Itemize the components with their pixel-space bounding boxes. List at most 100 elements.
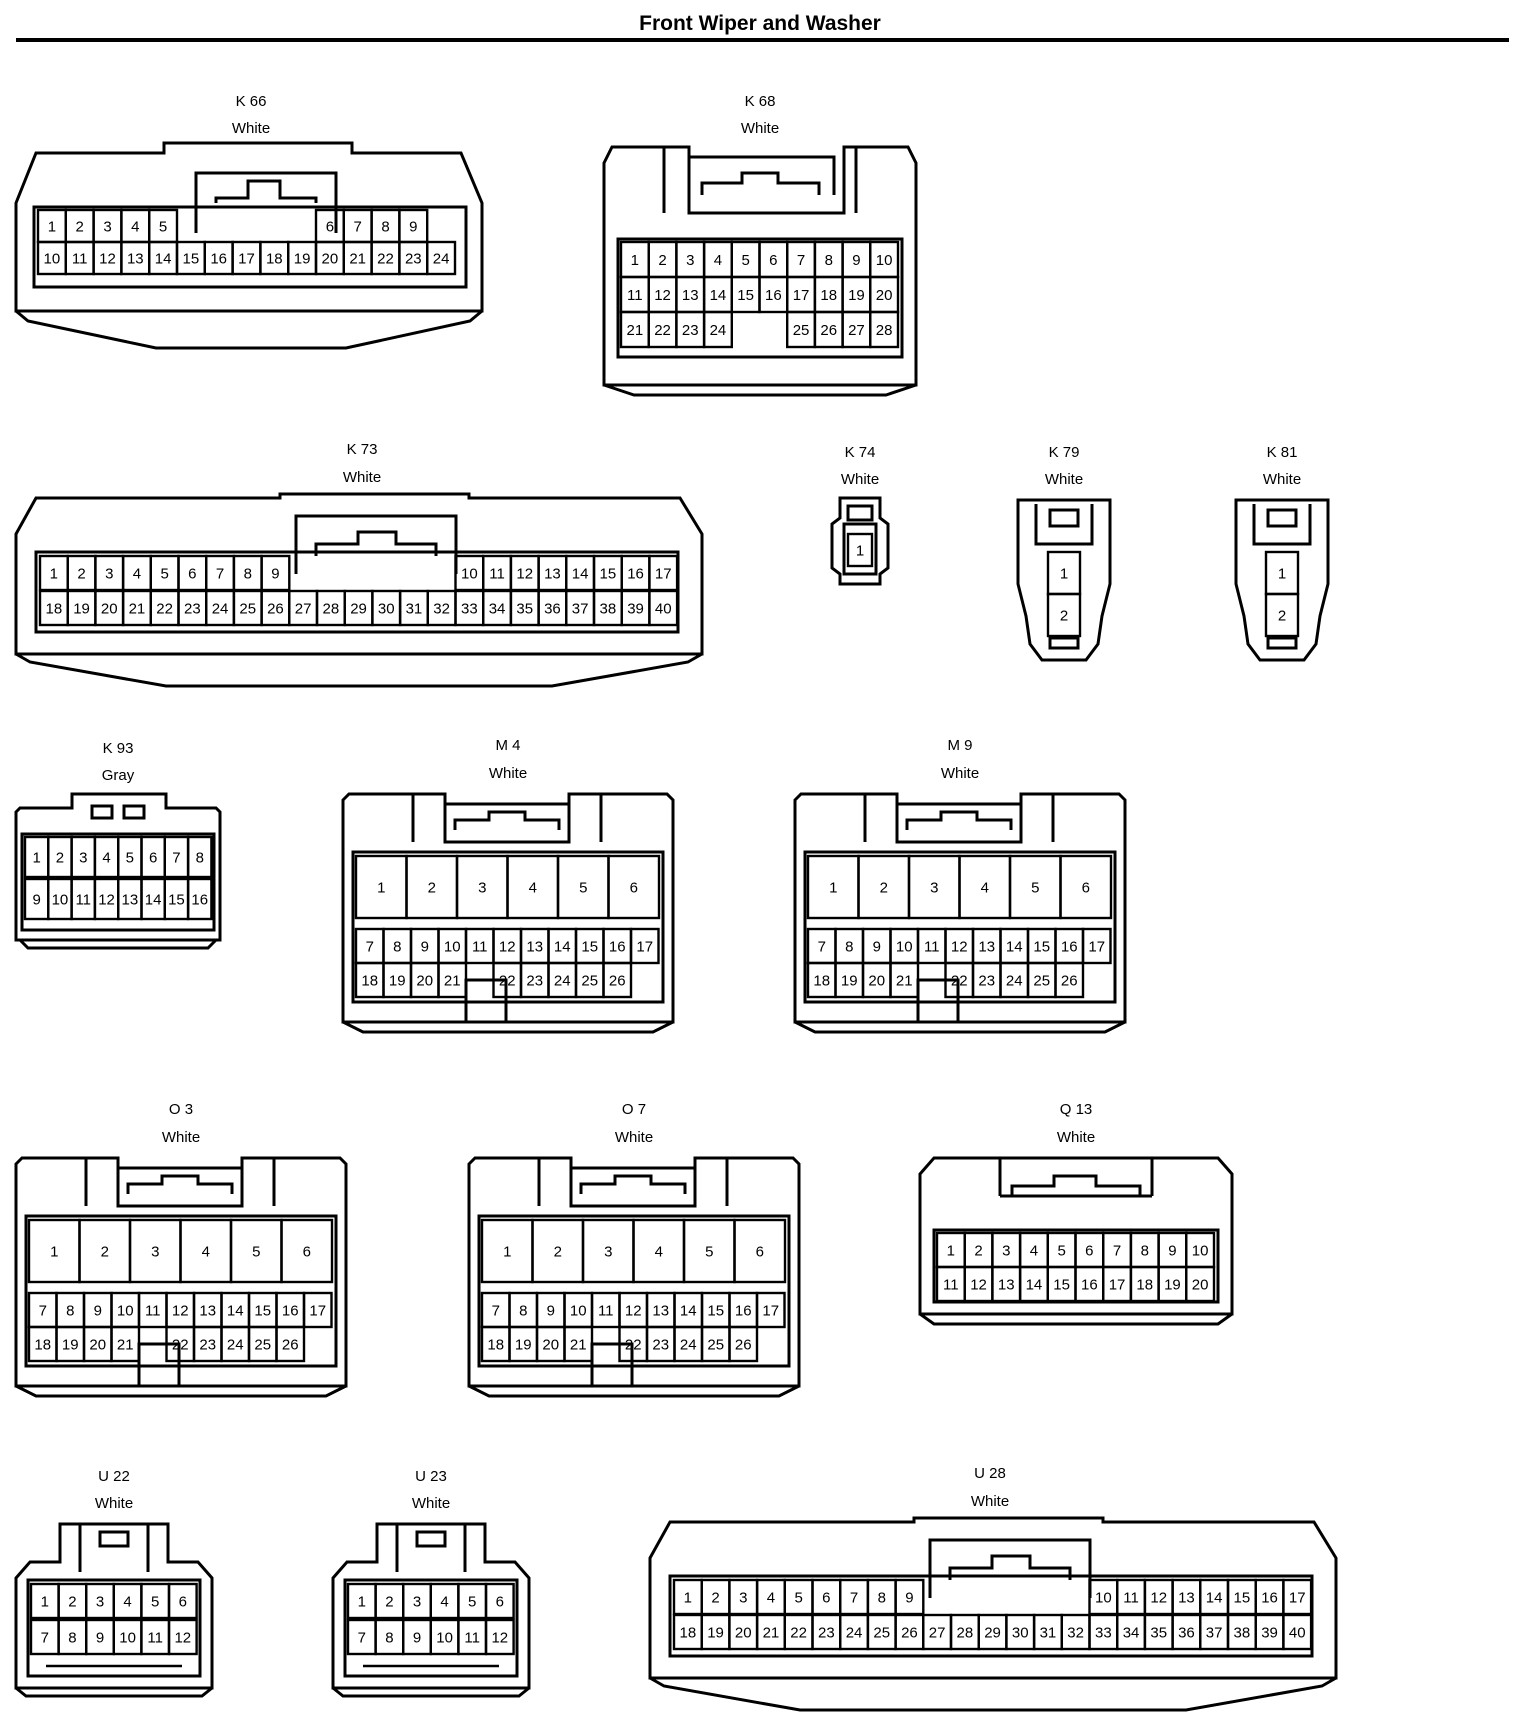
connector-color: White [232, 120, 270, 137]
pin-label: 13 [526, 939, 543, 956]
pin-label: 25 [1033, 973, 1050, 990]
housing-bottom [603, 383, 917, 397]
pin-label: 26 [267, 601, 284, 618]
pin-cell [426, 240, 457, 276]
pin-field [26, 1578, 202, 1678]
pin-label: 3 [604, 1244, 612, 1261]
pin-label: 16 [1261, 1590, 1278, 1607]
pin-label: 13 [199, 1303, 216, 1320]
pin-label: 8 [878, 1590, 886, 1607]
pin-label: 23 [405, 251, 422, 268]
pin-label: 12 [970, 1277, 987, 1294]
connector-color: White [841, 471, 879, 488]
pin-label: 11 [472, 939, 488, 956]
pin-label: 8 [825, 252, 833, 269]
pin-label: 23 [652, 1337, 669, 1354]
key-notch [137, 1342, 181, 1386]
pin-label: 22 [654, 322, 671, 339]
connector-id: K 74 [845, 444, 876, 461]
pin-label: 1 [1278, 566, 1286, 583]
pin-label: 38 [600, 601, 617, 618]
pin-label: 8 [385, 1630, 393, 1647]
pin-label: 22 [156, 601, 173, 618]
pin-label: 11 [627, 287, 643, 304]
pin-field [24, 1214, 338, 1368]
pin-label: 18 [266, 251, 283, 268]
pin-label: 31 [406, 601, 423, 618]
pin-label: 9 [96, 1630, 104, 1647]
pin-label: 18 [361, 973, 378, 990]
pin-field [351, 850, 665, 1004]
pin-cell [1264, 592, 1300, 638]
pin-label: 1 [358, 1594, 366, 1611]
pin-label: 24 [227, 1337, 244, 1354]
key-notch [464, 978, 508, 1022]
pin-label: 21 [129, 601, 146, 618]
pin-label: 1 [377, 880, 385, 897]
pin-label: 11 [72, 251, 88, 268]
lock-tab [214, 179, 318, 203]
pin-label: 1 [856, 543, 864, 560]
pin-label: 23 [682, 322, 699, 339]
key-notch [916, 978, 960, 1022]
lock-tab [314, 530, 438, 556]
pin-label: 15 [600, 566, 617, 583]
connector-id: K 68 [745, 93, 776, 110]
pin-label: 28 [876, 322, 893, 339]
pin-label: 13 [978, 939, 995, 956]
pin-cell [728, 1325, 759, 1363]
housing-bottom [15, 309, 483, 350]
pin-label: 7 [492, 1303, 500, 1320]
connector-color: White [741, 120, 779, 137]
pin-cell [302, 1291, 333, 1329]
housing-bottom [15, 652, 703, 688]
pin-label: 14 [145, 892, 162, 909]
pin-label: 8 [244, 566, 252, 583]
lock-frame [569, 1166, 697, 1194]
page-title: Front Wiper and Washer [639, 12, 881, 35]
pin-label: 2 [428, 880, 436, 897]
pin-label: 25 [873, 1625, 890, 1642]
pin-label: 21 [117, 1337, 134, 1354]
pin-label: 14 [1206, 1590, 1223, 1607]
pin-field [477, 1214, 791, 1368]
pin-label: 11 [924, 939, 940, 956]
pin-label: 32 [433, 601, 450, 618]
key-slot [1048, 636, 1080, 650]
pin-label: 12 [491, 1630, 508, 1647]
pin-label: 12 [99, 251, 116, 268]
pin-label: 6 [188, 566, 196, 583]
lock-frame [928, 1538, 1092, 1598]
pin-label: 6 [630, 880, 638, 897]
pin-label: 9 [905, 1590, 913, 1607]
housing [14, 1522, 214, 1690]
pin-label: 8 [519, 1303, 527, 1320]
pin-label: 11 [464, 1630, 480, 1647]
pin-label: 9 [32, 892, 40, 909]
pin-label: 12 [1150, 1590, 1167, 1607]
lock-tab [905, 810, 1013, 830]
connector-color: White [343, 469, 381, 486]
pin-label: 3 [930, 880, 938, 897]
pin-field [616, 237, 904, 359]
pin-label: 39 [627, 601, 644, 618]
pin-label: 8 [196, 850, 204, 867]
pin-label: 16 [191, 892, 208, 909]
pin-label: 24 [710, 322, 727, 339]
pin-label: 10 [876, 252, 893, 269]
pin-label: 8 [66, 1303, 74, 1320]
pin-large-cell [607, 854, 661, 920]
pin-label: 19 [841, 973, 858, 990]
pin-label: 20 [876, 287, 893, 304]
pin-label: 15 [1053, 1277, 1070, 1294]
pin-label: 2 [554, 1244, 562, 1261]
pin-label: 4 [440, 1594, 448, 1611]
pin-cell [1185, 1265, 1216, 1303]
pin-label: 19 [515, 1337, 532, 1354]
connector-id: K 73 [347, 441, 378, 458]
pin-label: 9 [873, 939, 881, 956]
pin-label: 16 [282, 1303, 299, 1320]
pin-label: 21 [570, 1337, 587, 1354]
